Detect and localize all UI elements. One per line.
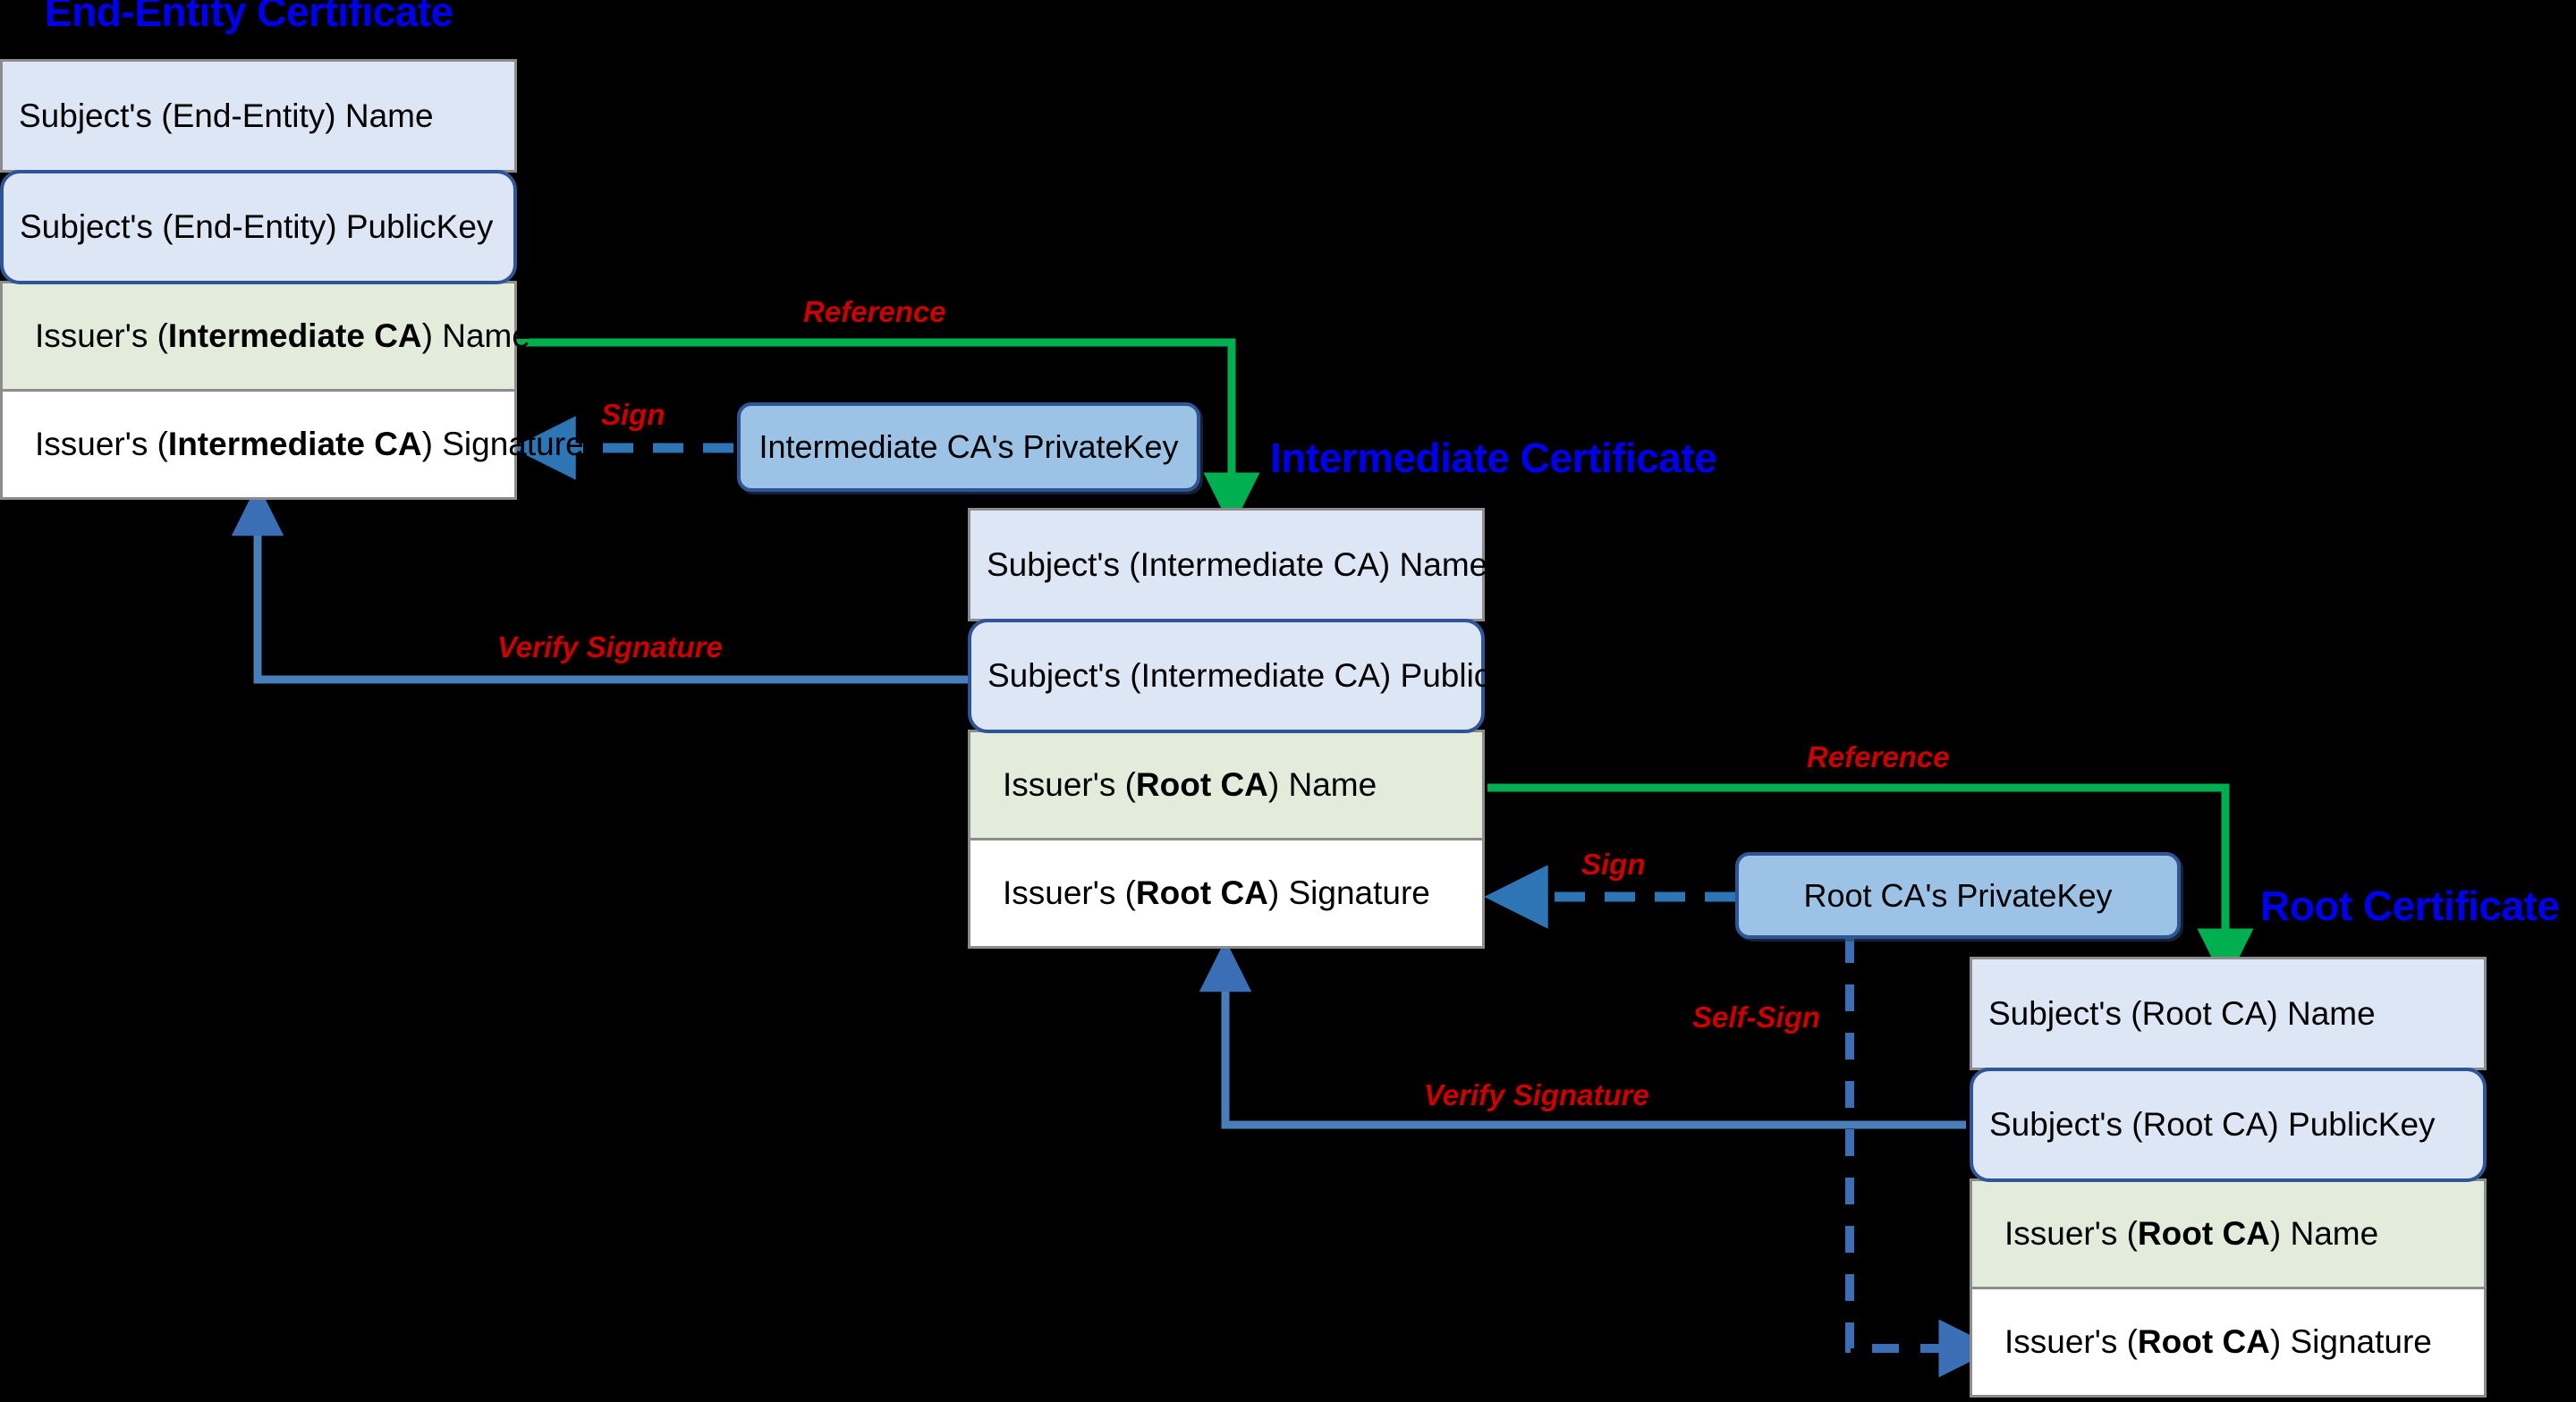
- intermediate-issuer-name-label: Issuer's (Root CA) Name: [1003, 766, 1377, 803]
- root-issuer-name-strong: Root CA: [2137, 1215, 2270, 1252]
- edge-label-reference-end-entity: Reference: [803, 295, 946, 328]
- end-entity-issuer-name-strong: Intermediate CA: [167, 317, 422, 354]
- intermediate-ca-privatekey-box: Intermediate CA's PrivateKey: [737, 402, 1200, 492]
- root-issuer-name-row: Issuer's (Root CA) Name: [1970, 1178, 2487, 1289]
- root-certificate-title: Root Certificate: [2260, 883, 2560, 929]
- root-subject-name-row: Subject's (Root CA) Name: [1970, 957, 2487, 1070]
- root-ca-privatekey-label: Root CA's PrivateKey: [1803, 876, 2113, 914]
- edge-self-sign-root: [1845, 936, 1997, 1378]
- root-subject-publickey-label: Subject's (Root CA) PublicKey: [1989, 1106, 2436, 1143]
- edge-label-reference-intermediate: Reference: [1807, 740, 1950, 773]
- root-issuer-signature-strong: Root CA: [2137, 1323, 2270, 1360]
- root-subject-publickey-row: Subject's (Root CA) PublicKey: [1970, 1068, 2487, 1182]
- intermediate-issuer-signature-strong: Root CA: [1135, 874, 1268, 911]
- root-ca-privatekey-box: Root CA's PrivateKey: [1735, 852, 2181, 939]
- end-entity-subject-name-label: Subject's (End-Entity) Name: [19, 97, 434, 134]
- end-entity-subject-name-row: Subject's (End-Entity) Name: [0, 59, 517, 173]
- intermediate-issuer-name-strong: Root CA: [1135, 766, 1268, 803]
- edge-label-self-sign-root: Self-Sign: [1692, 1001, 1821, 1034]
- edge-label-verify-intermediate: Verify Signature: [1424, 1078, 1649, 1111]
- intermediate-issuer-name-row: Issuer's (Root CA) Name: [968, 730, 1485, 840]
- root-issuer-signature-row: Issuer's (Root CA) Signature: [1970, 1287, 2487, 1398]
- intermediate-issuer-signature-label: Issuer's (Root CA) Signature: [1003, 874, 1430, 911]
- end-entity-issuer-name-label: Issuer's (Intermediate CA) Name: [35, 317, 530, 354]
- intermediate-subject-name-label: Subject's (Intermediate CA) Name: [987, 545, 1488, 583]
- intermediate-certificate-title: Intermediate Certificate: [1270, 435, 1717, 481]
- end-entity-subject-publickey-label: Subject's (End-Entity) PublicKey: [20, 208, 494, 245]
- intermediate-subject-publickey-row: Subject's (Intermediate CA) PublicKey: [968, 619, 1547, 733]
- root-certificate-card: Subject's (Root CA) Name Subject's (Root…: [1970, 957, 2487, 1398]
- end-entity-issuer-signature-row: Issuer's (Intermediate CA) Signature: [0, 389, 584, 500]
- edge-label-sign-intermediate: Sign: [1581, 848, 1646, 881]
- end-entity-certificate-title: End-Entity Certificate: [45, 0, 453, 35]
- end-entity-issuer-name-row: Issuer's (Intermediate CA) Name: [0, 281, 530, 392]
- intermediate-subject-name-row: Subject's (Intermediate CA) Name: [968, 508, 1488, 621]
- intermediate-subject-publickey-label: Subject's (Intermediate CA) PublicKey: [987, 657, 1548, 694]
- end-entity-subject-publickey-row: Subject's (End-Entity) PublicKey: [0, 170, 517, 284]
- intermediate-certificate-card: Subject's (Intermediate CA) Name Subject…: [968, 508, 1547, 949]
- edge-label-verify-end-entity: Verify Signature: [497, 630, 723, 663]
- end-entity-issuer-signature-strong: Intermediate CA: [167, 426, 422, 462]
- edge-label-sign-end-entity: Sign: [601, 398, 665, 431]
- intermediate-issuer-signature-row: Issuer's (Root CA) Signature: [968, 838, 1485, 949]
- root-issuer-name-label: Issuer's (Root CA) Name: [2004, 1215, 2379, 1252]
- intermediate-ca-privatekey-label: Intermediate CA's PrivateKey: [758, 428, 1179, 465]
- end-entity-issuer-signature-label: Issuer's (Intermediate CA) Signature: [35, 426, 584, 462]
- root-issuer-signature-label: Issuer's (Root CA) Signature: [2004, 1323, 2432, 1360]
- end-entity-certificate-card: Subject's (End-Entity) Name Subject's (E…: [0, 59, 584, 500]
- root-subject-name-label: Subject's (Root CA) Name: [1988, 994, 2376, 1032]
